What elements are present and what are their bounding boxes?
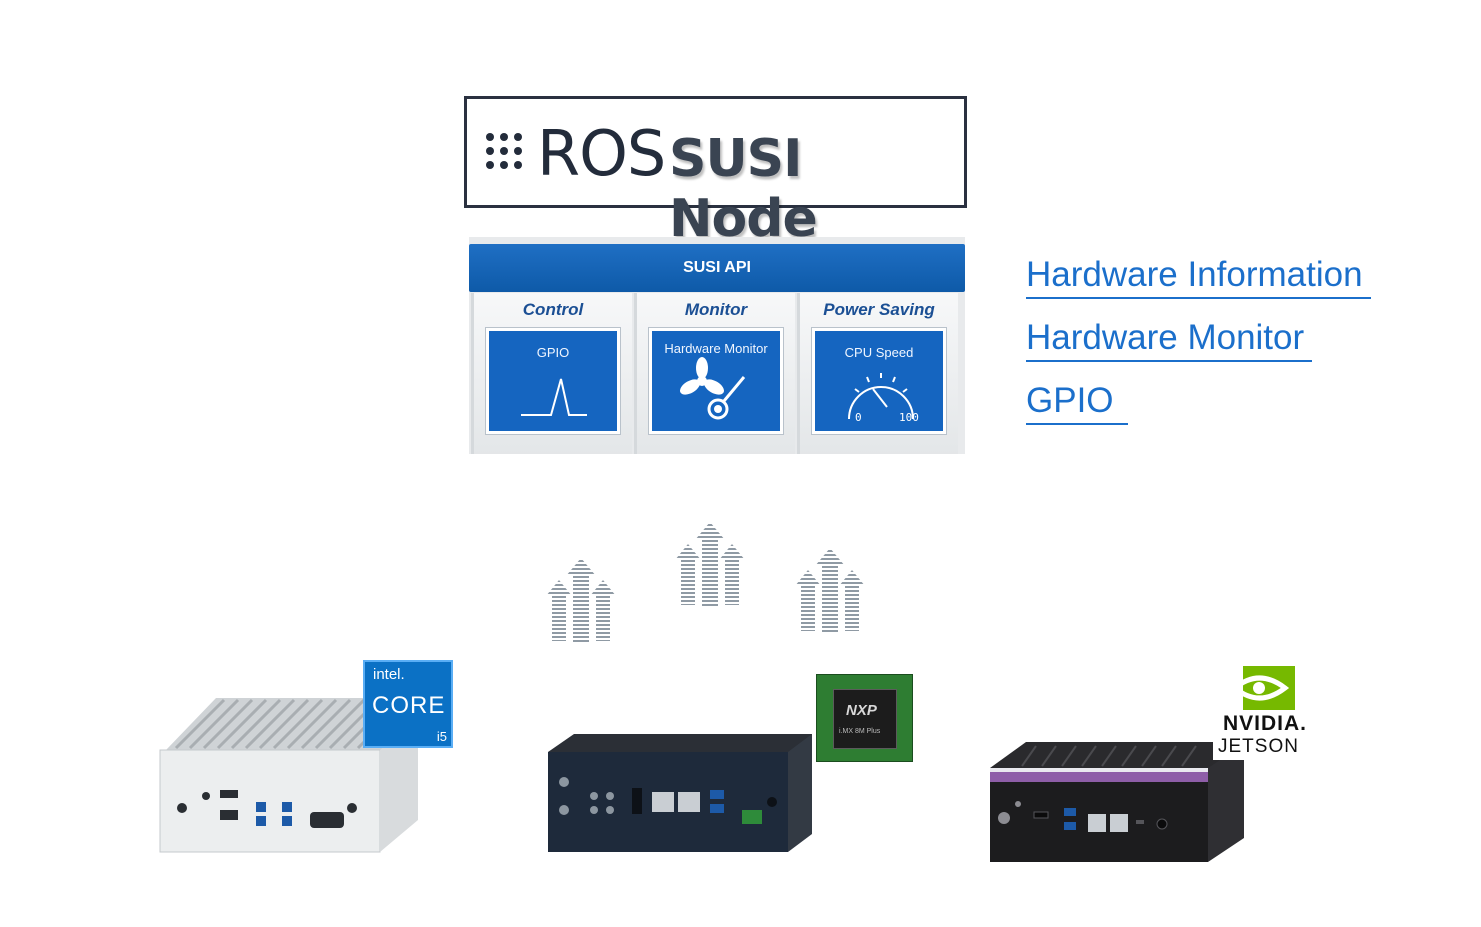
nvidia-brand-text: NVIDIA. — [1223, 712, 1308, 735]
nxp-brand-text: NXP — [846, 702, 877, 719]
up-arrows-icon — [675, 522, 745, 608]
api-column-control: Control GPIO — [471, 293, 632, 454]
nxp-chip-badge: NXP i.MX 8M Plus — [816, 674, 913, 762]
gpio-card[interactable]: GPIO — [486, 328, 620, 434]
up-arrows-icon — [546, 558, 616, 644]
ros-susi-node-title-box: ROS SUSI Node — [464, 96, 967, 249]
fan-thermometer-icon — [680, 357, 746, 420]
ros-logo-text: ROS — [537, 117, 666, 190]
intel-i5-text: i5 — [436, 729, 447, 744]
gpio-signal-icon — [521, 378, 587, 416]
speedometer-icon: 0 100 — [848, 373, 919, 424]
api-column-power-saving: Power Saving CPU Speed 0 100 — [797, 293, 958, 454]
gauge-max-label: 100 — [899, 411, 919, 424]
susi-node-title: SUSI Node — [669, 129, 818, 249]
susi-api-panel: SUSI API Control GPIO Monitor Hardware M… — [469, 237, 965, 454]
ros-dots-icon — [486, 133, 522, 169]
api-card-label: Hardware Monitor — [664, 341, 768, 356]
intel-core-text: CORE — [372, 692, 446, 719]
nvidia-jetson-badge: NVIDIA. JETSON — [1213, 666, 1317, 760]
gauge-min-label: 0 — [855, 411, 862, 424]
intel-device-image — [159, 698, 418, 853]
up-arrows-icon — [795, 548, 865, 634]
susi-api-header: SUSI API — [469, 244, 965, 292]
api-card-label: CPU Speed — [844, 345, 914, 360]
intel-core-badge: intel. CORE i5 — [363, 660, 453, 748]
api-column-title: Monitor — [684, 300, 748, 319]
intel-brand-text: intel. — [373, 666, 405, 683]
hardware-monitor-card[interactable]: Hardware Monitor — [649, 328, 783, 434]
nxp-chip-die: NXP i.MX 8M Plus — [833, 689, 897, 749]
nxp-device-image — [548, 734, 812, 852]
nvidia-eye-icon — [1229, 666, 1295, 710]
cpu-speed-card[interactable]: CPU Speed 0 100 — [812, 328, 946, 434]
feature-link-hardware-monitor[interactable]: Hardware Monitor — [1026, 318, 1313, 363]
api-column-monitor: Monitor Hardware Monitor — [634, 293, 795, 454]
nvidia-device-image — [990, 742, 1244, 862]
nxp-chip-text: i.MX 8M Plus — [839, 728, 881, 735]
jetson-text: JETSON — [1218, 736, 1299, 757]
api-column-title: Control — [522, 300, 584, 319]
feature-link-gpio[interactable]: GPIO — [1026, 381, 1128, 426]
api-column-title: Power Saving — [823, 300, 935, 319]
feature-link-hardware-information[interactable]: Hardware Information — [1026, 255, 1371, 300]
api-card-label: GPIO — [536, 345, 570, 360]
